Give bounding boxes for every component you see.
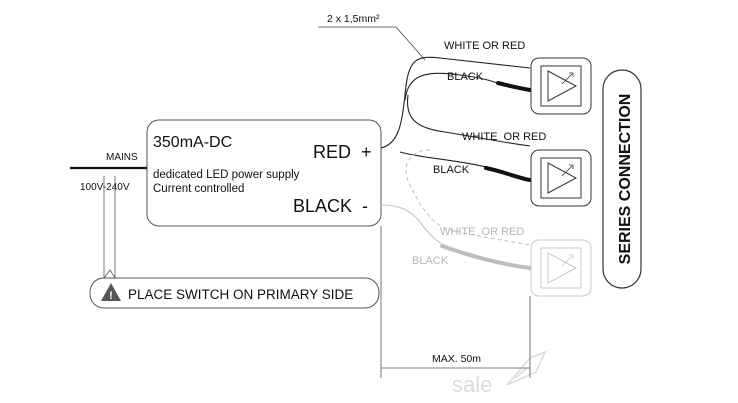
warning-triangle-icon: ! (101, 283, 121, 302)
watermark-text: sale (452, 372, 492, 397)
led2-white-red-label: WHITE OR RED (462, 131, 546, 143)
max-distance-label: MAX. 50m (432, 353, 481, 365)
driver-box (146, 119, 382, 227)
led2-black-thick (484, 166, 532, 182)
led2-black-label: BLACK (433, 164, 470, 176)
driver-current-label: 350mA-DC (153, 134, 232, 151)
driver-description-line2: Current controlled (153, 183, 244, 195)
led1-black-label: BLACK (447, 71, 484, 83)
driver-description-line1: dedicated LED power supply (153, 169, 300, 181)
led3-black-thick (440, 244, 532, 270)
cable-spec-label: 2 x 1,5mm² (327, 13, 380, 25)
warning-box (89, 277, 380, 309)
mains-label: MAINS (106, 152, 138, 163)
led-module-1 (530, 57, 592, 115)
series-connection-label: SERIES CONNECTION (617, 94, 634, 265)
cable-spec-pointer (395, 26, 426, 61)
led1-black-return-wire (404, 72, 506, 101)
led1-to-led2-wire (406, 94, 531, 147)
led3-white-red-label: WHITE OR RED (440, 226, 524, 238)
red-terminal-label: RED + (313, 142, 372, 162)
black-terminal-label: BLACK - (293, 196, 368, 216)
led1-white-red-label: WHITE OR RED (444, 40, 525, 52)
led-module-3 (530, 239, 592, 297)
red-positive-wire (380, 56, 531, 149)
watermark-logo: sale (452, 350, 547, 397)
led1-black-thick (496, 81, 532, 92)
led-module-2 (530, 149, 592, 207)
warning-text: PLACE SWITCH ON PRIMARY SIDE (128, 287, 353, 302)
svg-text:!: ! (109, 290, 113, 302)
led2-black-thin-wire (399, 151, 491, 169)
mains-voltage-label: 100V-240V (80, 182, 130, 193)
led3-black-label: BLACK (412, 255, 449, 267)
led2-to-led3-dashed-wire (405, 149, 531, 246)
warning-pointer-tip (103, 269, 116, 279)
series-connection-box (602, 69, 642, 289)
